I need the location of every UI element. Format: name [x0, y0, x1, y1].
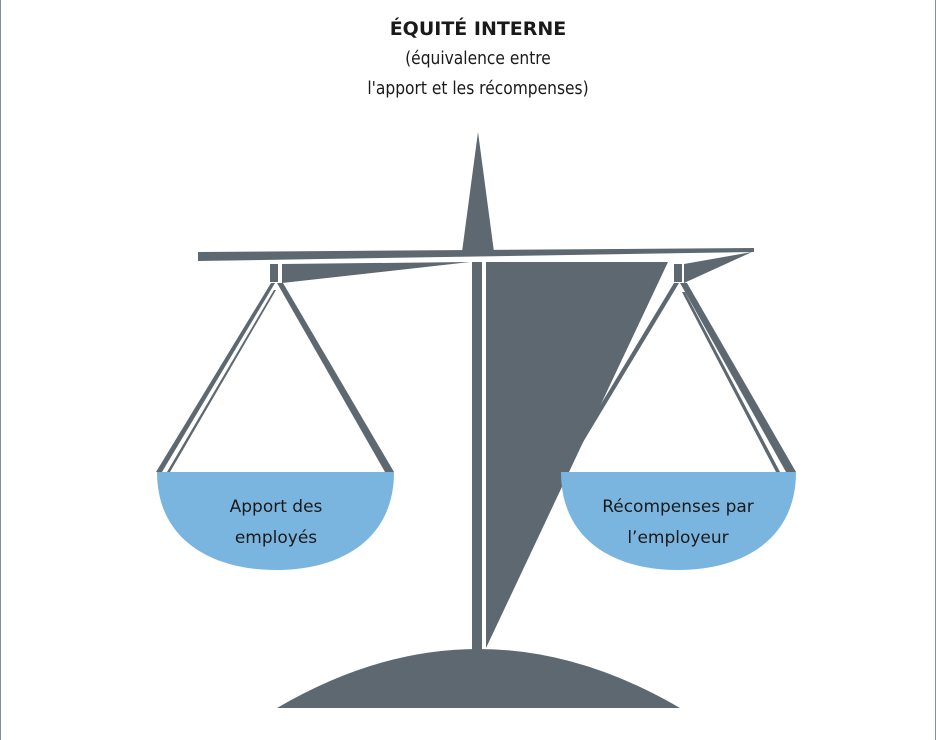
left-pan — [157, 472, 394, 570]
left-pan-string-left — [156, 283, 275, 472]
left-pan-string-right — [277, 283, 394, 472]
right-hanger-post — [674, 264, 682, 282]
scale-pillar — [472, 262, 482, 655]
right-pan-string-inner — [682, 292, 780, 472]
left-pan-string-inner — [167, 290, 276, 472]
diagram-heading: ÉQUITÉ INTERNE — [389, 18, 567, 40]
left-pan-label-line-1: Apport des — [230, 497, 323, 517]
left-pan-label-line-2: employés — [235, 528, 317, 548]
right-pan-label-line-1: Récompenses par — [602, 497, 754, 517]
title-block: ÉQUITÉ INTERNE (équivalence entre l'appo… — [268, 14, 688, 104]
scale-base — [277, 649, 680, 708]
right-pan-string-right — [680, 283, 796, 472]
diagram-subtitle-line-1: (équivalence entre — [405, 48, 551, 69]
scale-pillar-wedge — [486, 262, 668, 648]
right-pan-string-left — [560, 283, 679, 472]
right-pan — [561, 472, 796, 570]
diagram-subtitle-line-2: l'apport et les récompenses) — [367, 78, 589, 99]
left-hanger-post — [270, 264, 278, 282]
scale-beam-lower-left — [282, 262, 470, 283]
scale-beam-lower-right — [684, 252, 752, 283]
scale-beam — [198, 248, 754, 261]
right-pan-label-line-2: l’employeur — [627, 528, 728, 548]
scale-spire — [462, 132, 494, 252]
